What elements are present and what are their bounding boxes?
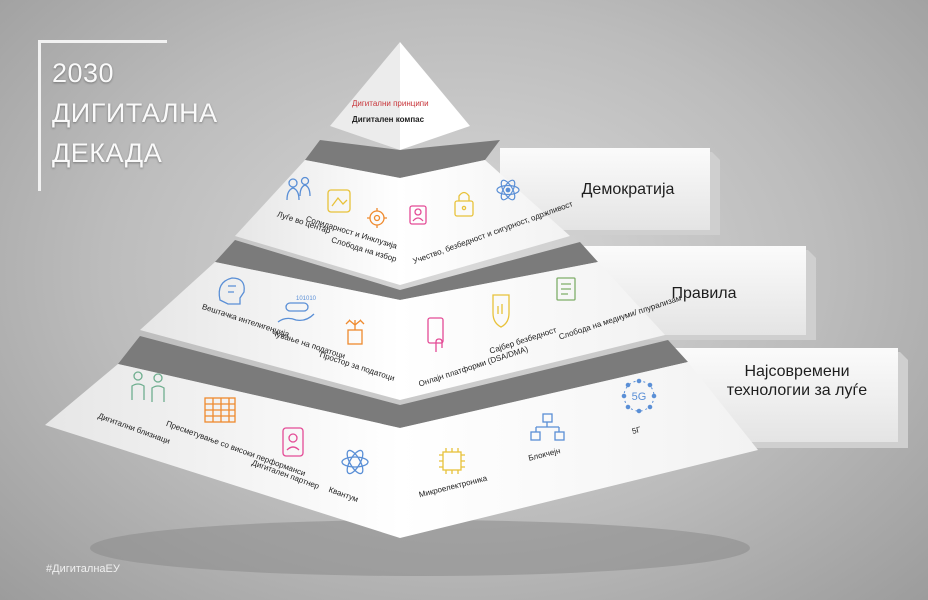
pyramid-shadow [90, 520, 750, 576]
title-frame [38, 40, 167, 191]
apex-compass-label: Дигитален компас [352, 115, 425, 124]
democracy-label: Демократија [581, 181, 675, 198]
participation-icon [409, 205, 427, 225]
atom-icon [496, 179, 520, 201]
cyber-shield-icon [492, 294, 510, 328]
people-icon [286, 176, 311, 201]
media-document-icon [556, 277, 576, 301]
tier-1-block [235, 140, 570, 285]
apex-block [330, 42, 470, 150]
tier-2-block [140, 240, 665, 400]
ai-head-icon [218, 277, 245, 305]
microchip-icon [439, 448, 465, 474]
lock-icon [454, 191, 474, 217]
tablet-touch-icon [427, 317, 444, 352]
hashtag: #ДигиталнаЕУ [46, 563, 120, 575]
blockchain-icon [530, 413, 565, 441]
data-hand-icon [277, 302, 315, 323]
tier-3-block [45, 336, 758, 538]
hpc-server-icon [204, 397, 236, 423]
digital-partner-icon [282, 427, 304, 457]
title-line-3: ДЕКАДА [52, 138, 163, 168]
data-space-icon [345, 319, 365, 345]
gear-icon [367, 208, 387, 228]
apex-principles-label: Дигитални принципи [352, 99, 429, 108]
digital-twins-icon [131, 371, 165, 402]
rules-label: Правила [671, 285, 737, 302]
title-year: 2030 [52, 58, 115, 88]
5g-icon-label: 5G [632, 391, 647, 403]
title-line-2: ДИГИТАЛНА [52, 98, 218, 128]
binary-text: 101010 [296, 296, 317, 302]
tab-democracy [500, 148, 720, 235]
5g-network-icon [621, 378, 657, 414]
solidarity-icon [327, 189, 351, 213]
tech-label: Најсовремени технологии за луѓе [726, 363, 868, 399]
quantum-icon [341, 449, 369, 475]
